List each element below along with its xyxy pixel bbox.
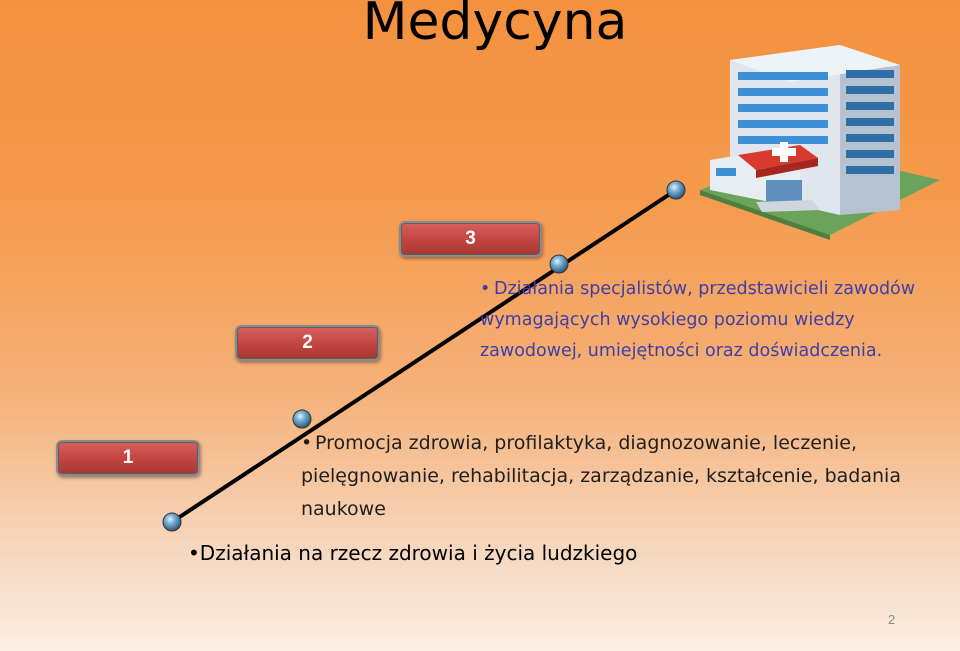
page-number: 2 <box>888 612 896 627</box>
sphere-marker-icon <box>292 409 312 429</box>
sphere-marker-icon <box>162 512 182 532</box>
diagonal-line <box>170 188 678 524</box>
level-1-box: 1 <box>56 440 200 476</box>
hospital-building-icon <box>700 45 940 240</box>
bullet: • <box>188 541 200 565</box>
sphere-marker-icon <box>549 254 569 274</box>
level-3-box: 3 <box>399 221 542 257</box>
sphere-marker-icon <box>666 180 686 200</box>
level-2-description: •Promocja zdrowia, profilaktyka, diagnoz… <box>301 427 960 526</box>
level-1-description: •Działania na rzecz zdrowia i życia ludz… <box>188 541 638 565</box>
bullet: • <box>480 279 491 299</box>
level-2-box: 2 <box>235 325 380 361</box>
bullet: • <box>301 432 313 454</box>
slide-title: Medycyna <box>362 0 628 52</box>
level-3-description: •Działania specjalistów, przedstawicieli… <box>480 274 940 367</box>
